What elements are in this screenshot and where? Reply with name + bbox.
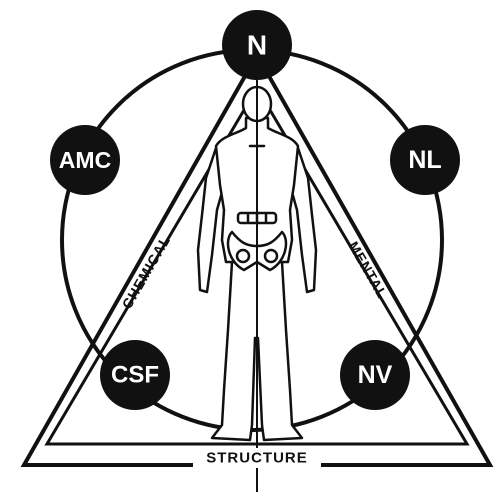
figure-right-arm — [288, 146, 318, 294]
node-csf-label: CSF — [111, 362, 159, 389]
node-nv-label: NV — [358, 361, 393, 389]
node-amc-disc — [50, 125, 120, 195]
node-nl-disc — [390, 125, 460, 195]
node-amc: AMC — [50, 125, 120, 195]
figure-left-arm — [196, 146, 226, 294]
figure-pelvis-left-hole — [235, 248, 251, 264]
node-n-label: N — [247, 30, 267, 61]
node-nv: NV — [340, 340, 410, 410]
node-csf-disc — [100, 340, 170, 410]
side-label-structure: STRUCTURE — [206, 450, 308, 467]
figure-pelvis-right-hole — [263, 248, 279, 264]
node-csf: CSF — [100, 340, 170, 410]
structure-label-band — [193, 448, 321, 468]
node-nl: NL — [390, 125, 460, 195]
node-amc-label: AMC — [59, 147, 111, 173]
side-label-chemical: CHEMICAL — [119, 233, 174, 312]
node-nv-disc — [340, 340, 410, 410]
inner-triangle — [44, 85, 470, 446]
node-n-disc — [222, 10, 292, 80]
node-n: N — [222, 10, 292, 80]
node-nl-label: NL — [408, 146, 441, 174]
